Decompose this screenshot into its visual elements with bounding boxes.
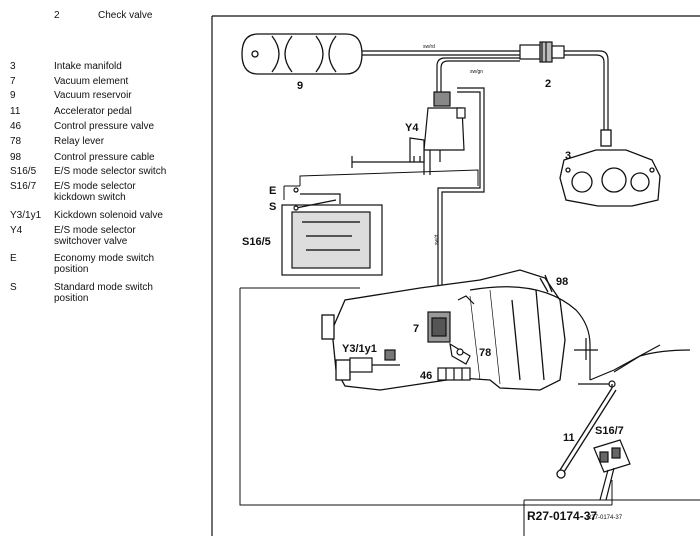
reference-number: R27-0174-37 bbox=[527, 509, 597, 523]
legend-num: 98 bbox=[10, 152, 22, 163]
hose-label: sw/rd bbox=[423, 44, 435, 50]
legend-num: 11 bbox=[10, 106, 21, 117]
legend-desc: Control pressure cable bbox=[54, 152, 155, 163]
wiring-loop bbox=[239, 287, 613, 506]
legend-num: E bbox=[10, 253, 17, 264]
label-standard: S bbox=[269, 201, 276, 213]
legend-num: Y4 bbox=[10, 225, 23, 236]
cable-bracket bbox=[574, 338, 598, 360]
legend-desc: E/S mode selector switchover valve bbox=[54, 225, 136, 247]
legend-num: Y3/1y1 bbox=[10, 210, 42, 221]
label-y4: Y4 bbox=[405, 122, 419, 134]
label-s16-5: S16/5 bbox=[242, 236, 271, 248]
legend-desc: E/S mode selector kickdown switch bbox=[54, 181, 136, 203]
legend-desc: Standard mode switch position bbox=[54, 282, 153, 304]
legend-num: 7 bbox=[10, 76, 16, 87]
vacuum-reservoir bbox=[241, 33, 363, 75]
legend-desc: Relay lever bbox=[54, 136, 105, 147]
legend-num: 46 bbox=[10, 121, 22, 132]
label-check-valve: 2 bbox=[545, 78, 551, 90]
legend-num: 78 bbox=[10, 136, 22, 147]
reference-number-small: R27-0174-37 bbox=[587, 515, 623, 521]
relay-lever bbox=[449, 295, 475, 365]
legend-num: S bbox=[10, 282, 17, 293]
wiring bbox=[283, 169, 479, 200]
legend: 2 Check valve 3 Intake manifold 7 Vacuum… bbox=[0, 0, 210, 542]
hose-label: sw/gn bbox=[470, 69, 483, 75]
label-cable: 98 bbox=[556, 276, 568, 288]
label-economy: E bbox=[269, 185, 276, 197]
switchover-valve-y4 bbox=[409, 91, 466, 163]
legend-desc: E/S mode selector switch bbox=[54, 166, 167, 177]
hose-label: sw/rt bbox=[434, 234, 440, 245]
intake-manifold bbox=[559, 129, 661, 207]
label-vacuum-element: 7 bbox=[413, 323, 419, 335]
kickdown-switch bbox=[593, 439, 631, 501]
legend-num: S16/5 bbox=[10, 166, 37, 177]
label-manifold: 3 bbox=[565, 150, 571, 162]
diagram-frame bbox=[211, 15, 700, 536]
check-valve bbox=[519, 41, 565, 63]
legend-desc: Economy mode switch position bbox=[54, 253, 155, 275]
mode-selector-switch bbox=[281, 187, 383, 276]
legend-desc: Accelerator pedal bbox=[54, 106, 132, 117]
legend-desc: Control pressure valve bbox=[54, 121, 155, 132]
legend-num: 9 bbox=[10, 90, 16, 101]
label-relay-lever: 78 bbox=[479, 347, 491, 359]
label-s16-7: S16/7 bbox=[595, 425, 624, 437]
legend-num: S16/7 bbox=[10, 181, 37, 192]
legend-desc: Vacuum reservoir bbox=[54, 90, 132, 101]
label-reservoir: 9 bbox=[297, 80, 303, 92]
legend-num: 2 bbox=[54, 10, 60, 21]
label-pedal: 11 bbox=[563, 432, 575, 444]
accelerator-pedal bbox=[556, 384, 617, 479]
floor-line bbox=[523, 499, 700, 536]
vacuum-hoses bbox=[362, 50, 609, 312]
throttle-linkage bbox=[578, 344, 691, 388]
legend-desc: Check valve bbox=[98, 10, 153, 21]
vacuum-element bbox=[427, 311, 451, 343]
control-pressure-cable bbox=[469, 286, 591, 380]
legend-desc: Vacuum element bbox=[54, 76, 129, 87]
label-control-valve: 46 bbox=[420, 370, 432, 382]
control-pressure-valve bbox=[437, 367, 471, 381]
legend-desc: Kickdown solenoid valve bbox=[54, 210, 163, 221]
legend-desc: Intake manifold bbox=[54, 61, 122, 72]
kickdown-solenoid bbox=[349, 349, 400, 373]
label-y3: Y3/1y1 bbox=[342, 343, 377, 355]
legend-num: 3 bbox=[10, 61, 16, 72]
